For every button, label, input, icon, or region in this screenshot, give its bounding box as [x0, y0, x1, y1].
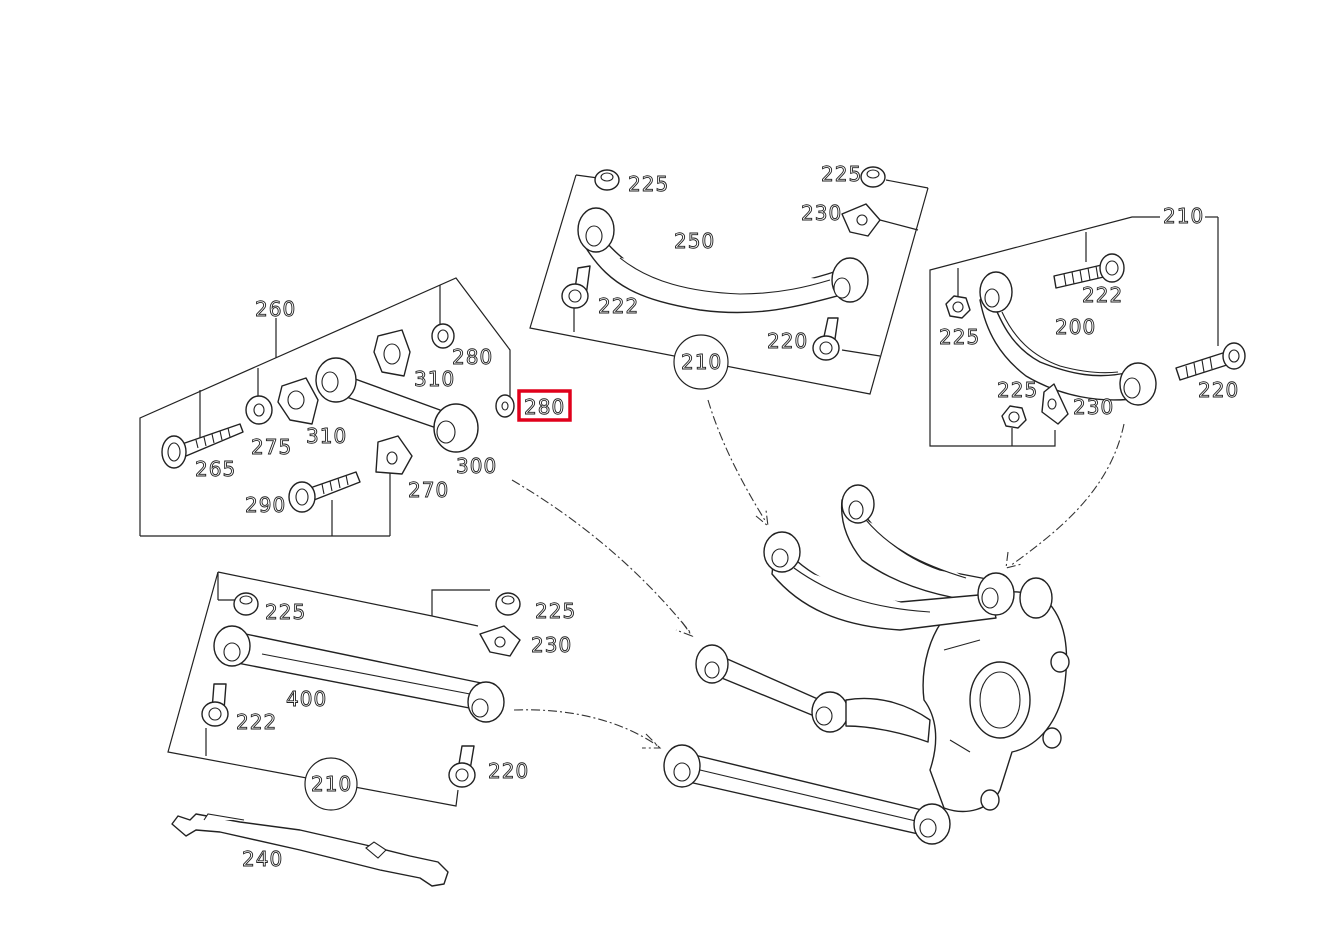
suspension-assembly: [663, 484, 1070, 845]
arrow-250-to-assembly: [707, 399, 767, 523]
nut-225-b-icon: [860, 166, 886, 188]
label-210-c: 210: [311, 772, 352, 796]
label-310-upper: 310: [414, 367, 455, 391]
arrow-260-to-assembly: [511, 479, 691, 633]
label-240: 240: [242, 847, 283, 871]
eccentric-310-lower-icon: [277, 377, 319, 425]
group-400: 225 225 230 400 222 210 220: [167, 571, 576, 811]
arm-200-icon: [979, 271, 1157, 406]
plate-230-a-icon: [841, 203, 881, 237]
label-225-a: 225: [628, 172, 669, 196]
label-220-a: 220: [767, 329, 808, 353]
bolt-265-icon: [161, 423, 244, 469]
label-280-upper: 280: [452, 345, 493, 369]
label-290: 290: [245, 493, 286, 517]
label-260: 260: [255, 297, 296, 321]
arm-250-icon: [577, 207, 869, 314]
label-225-c: 225: [939, 325, 980, 349]
label-220-b: 220: [1198, 378, 1239, 402]
bolt-220-c-icon: [448, 745, 476, 788]
washer-280-icon: [495, 394, 515, 418]
label-222-b: 222: [1082, 283, 1123, 307]
label-210-b: 210: [1163, 204, 1204, 228]
nut-225-d-icon: [1001, 405, 1027, 429]
plate-230-b-icon: [1041, 383, 1069, 425]
label-210-a: 210: [681, 350, 722, 374]
group-250: 225 225 230 250 222 220 210: [529, 162, 929, 395]
label-222-a: 222: [598, 294, 639, 318]
group-260: 260 280 310 280 275 310 265 300 290 270: [139, 277, 572, 537]
label-250: 250: [674, 229, 715, 253]
label-230-c: 230: [531, 633, 572, 657]
washer-275-icon: [245, 395, 273, 425]
ref-circle-210-a: [673, 334, 729, 390]
label-310-lower: 310: [306, 424, 347, 448]
label-225-f: 225: [535, 599, 576, 623]
bolt-220-b-icon: [1175, 342, 1246, 381]
plate-270-icon: [375, 435, 413, 475]
bolt-290-icon: [288, 471, 361, 513]
nut-225-c-icon: [945, 295, 971, 319]
label-400: 400: [286, 687, 327, 711]
arrow-400-to-assembly: [513, 709, 659, 747]
nut-225-e-icon: [233, 592, 259, 616]
bolt-222-b-icon: [1053, 253, 1125, 289]
label-225-d: 225: [997, 378, 1038, 402]
label-230-b: 230: [1073, 395, 1114, 419]
ref-circle-210-c: [304, 757, 358, 811]
label-265: 265: [195, 457, 236, 481]
label-225-e: 225: [265, 600, 306, 624]
nut-225-a-icon: [594, 169, 620, 191]
label-222-c: 222: [236, 710, 277, 734]
label-220-c: 220: [488, 759, 529, 783]
label-280-highlighted[interactable]: 280: [524, 395, 565, 420]
arm-400-icon: [213, 625, 505, 723]
label-225-b: 225: [821, 162, 862, 186]
label-300: 300: [456, 454, 497, 478]
bracket-240-icon: [171, 813, 449, 887]
arrow-200-to-assembly: [1009, 423, 1125, 567]
highlight-box-280: [517, 389, 572, 422]
label-275: 275: [251, 435, 292, 459]
label-270: 270: [408, 478, 449, 502]
arm-300-icon: [315, 357, 479, 453]
label-230-a: 230: [801, 201, 842, 225]
group-200: 210 222 225 200 220 225 230: [929, 204, 1246, 447]
bolt-222-c-icon: [201, 683, 229, 727]
bolt-220-a-icon: [812, 317, 840, 361]
nut-280-upper-icon: [431, 323, 455, 349]
plate-230-c-icon: [479, 625, 521, 657]
bolt-222-a-icon: [561, 265, 591, 309]
assembly-arrows: [511, 399, 1125, 749]
eccentric-310-upper-icon: [373, 329, 411, 377]
label-200: 200: [1055, 315, 1096, 339]
nut-225-f-icon: [495, 592, 521, 616]
